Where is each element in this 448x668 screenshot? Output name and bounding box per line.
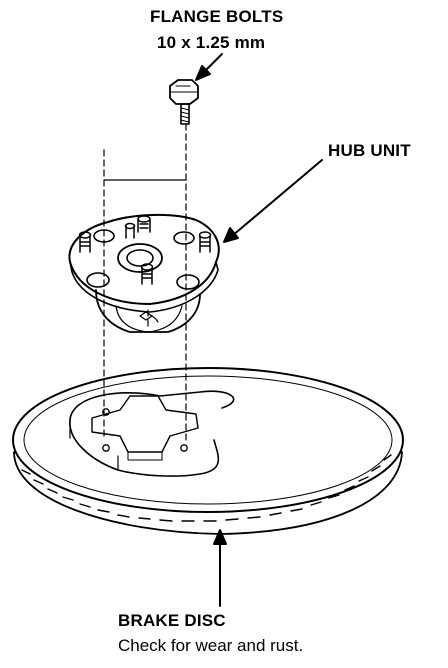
brake-disc-note: Check for wear and rust.: [118, 636, 304, 655]
flange-bolts-label: FLANGE BOLTS: [150, 7, 284, 26]
wheel-studs: [78, 215, 212, 285]
brake-disc-label: BRAKE DISC: [118, 611, 226, 630]
leader-arrows: [195, 53, 323, 607]
brake-disc: [12, 367, 404, 535]
flange-bolts-size-label: 10 x 1.25 mm: [157, 33, 266, 52]
disc-vent-slots: [21, 454, 392, 522]
hub-unit-label: HUB UNIT: [328, 141, 411, 160]
hub-unit: [68, 213, 220, 333]
flange-bolt: [169, 79, 199, 125]
